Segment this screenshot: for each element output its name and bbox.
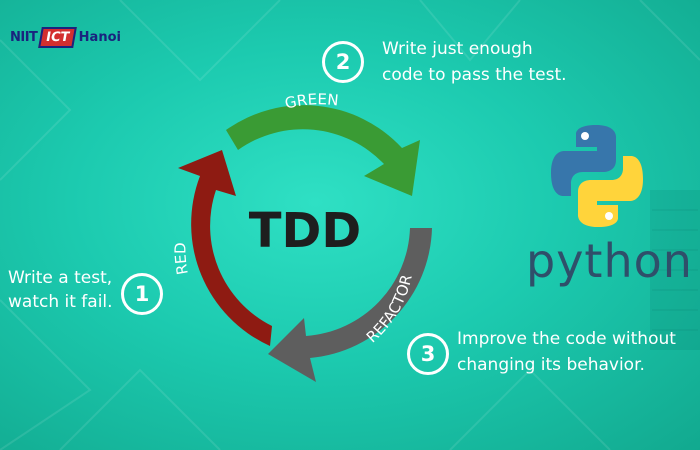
tdd-title: TDD <box>248 203 362 259</box>
step-2-description: Write just enough code to pass the test. <box>382 36 567 88</box>
step-3-line-2: changing its behavior. <box>457 355 645 375</box>
refactor-arrow <box>268 228 432 382</box>
python-wordmark: python <box>526 234 693 288</box>
brand-logo: NIIT ICT Hanoi <box>10 24 121 50</box>
python-logo-icon <box>551 125 643 227</box>
red-arrow-label: RED <box>171 242 192 276</box>
python-logo-blue-snake <box>551 125 617 197</box>
step-2-number-badge: 2 <box>322 41 364 83</box>
step-1-number-badge: 1 <box>121 273 163 315</box>
step-1-line-2: watch it fail. <box>8 292 113 312</box>
red-arrow <box>178 150 272 346</box>
green-arrow-label: GREEN <box>283 90 339 112</box>
python-logo-yellow-eye <box>605 212 613 220</box>
step-2-line-2: code to pass the test. <box>382 65 567 85</box>
python-logo-blue-eye <box>581 132 589 140</box>
python-logo-yellow-snake <box>577 155 643 227</box>
step-2-line-1: Write just enough <box>382 39 533 59</box>
step-1-line-1: Write a test, <box>8 268 113 288</box>
green-arrow <box>226 105 420 196</box>
logo-niit-text: NIIT <box>10 29 38 45</box>
step-3-description: Improve the code without changing its be… <box>457 326 676 378</box>
step-3-number-badge: 3 <box>407 333 449 375</box>
logo-ict-text: ICT <box>38 26 78 48</box>
decorative-panel <box>650 190 700 350</box>
logo-hanoi-text: Hanoi <box>78 29 121 45</box>
step-1-description: Write a test, watch it fail. <box>8 266 113 314</box>
step-3-line-1: Improve the code without <box>457 329 676 349</box>
